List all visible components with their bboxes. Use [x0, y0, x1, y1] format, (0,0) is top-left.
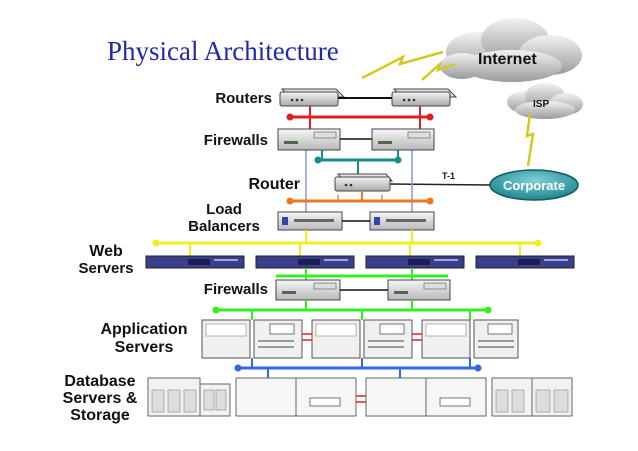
firewall-device-4: [387, 279, 451, 301]
application-server-pair-1: [201, 319, 303, 359]
tier-label-firewalls-mid: Firewalls: [204, 281, 268, 298]
application-server-pair-2: [311, 319, 413, 359]
database-server-1: [235, 377, 357, 417]
load-balancer-device-2: [369, 211, 435, 231]
web-server-2: [255, 255, 355, 269]
application-server-pair-3: [421, 319, 519, 359]
isp-label: ISP: [533, 99, 549, 110]
page-title: Physical Architecture: [107, 36, 339, 66]
internet-label: Internet: [478, 51, 537, 68]
tier-label-database-line2: Servers &: [63, 390, 138, 407]
lightning-isp-corporate-icon: [525, 113, 535, 167]
database-server-2: [365, 377, 487, 417]
tier-label-application-line1: Application: [100, 321, 187, 338]
storage-array-1: [147, 377, 231, 417]
tier-label-router: Router: [248, 176, 300, 193]
tier-label-web-line2: Servers: [78, 260, 133, 277]
lightning-internet-router2-icon: [421, 59, 456, 81]
isp-cloud-icon: [507, 83, 583, 119]
t1-link: [389, 183, 491, 186]
web-server-1: [145, 255, 245, 269]
t1-label: T-1: [442, 171, 455, 181]
tier-label-application-line2: Servers: [115, 339, 174, 356]
database-cluster-links: [356, 395, 366, 403]
tier-label-database-line3: Storage: [70, 407, 130, 424]
tier-label-firewalls-top: Firewalls: [204, 132, 268, 149]
firewall-device-2: [371, 128, 435, 151]
corporate-label: Corporate: [503, 178, 565, 193]
tier-label-web-line1: Web: [89, 243, 123, 260]
storage-array-2: [491, 377, 573, 417]
web-server-4: [475, 255, 575, 269]
load-balancer-device-1: [277, 211, 343, 231]
tier-label-load-balancers-line2: Balancers: [188, 218, 260, 235]
web-server-3: [365, 255, 465, 269]
firewall-device-3: [275, 279, 341, 301]
tier-label-database-line1: Database: [64, 373, 135, 390]
router-device-1: [279, 88, 346, 107]
tier-label-routers: Routers: [215, 90, 272, 107]
application-cluster-links: [302, 333, 422, 341]
lightning-internet-router1-icon: [361, 50, 444, 80]
router-device-3: [334, 173, 394, 192]
firewall-device-1: [277, 128, 341, 151]
router-device-2: [391, 88, 458, 107]
internet-cloud-icon: [440, 18, 582, 82]
tier-label-load-balancers-line1: Load: [206, 201, 242, 218]
